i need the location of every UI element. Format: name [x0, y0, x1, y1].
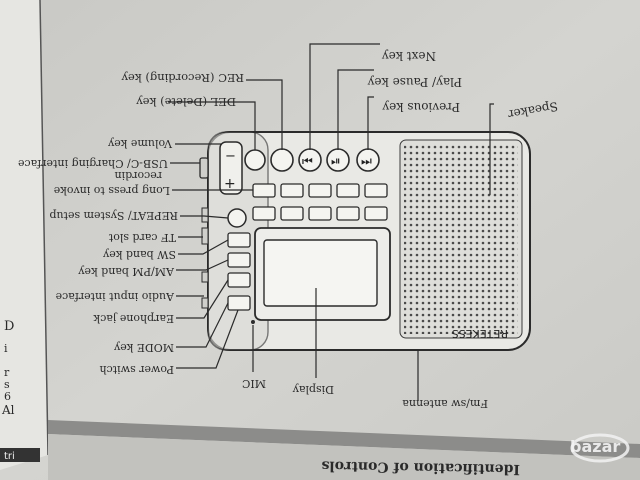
- labels: Next key Play/ Pause key Previous key RE…: [18, 49, 559, 410]
- repeat-setup-label: REPEAT/ System setup: [49, 209, 178, 222]
- key[interactable]: [280, 206, 304, 221]
- long-press-label: Long press to invoke: [54, 184, 170, 197]
- mode-key-label: MODE key: [113, 341, 174, 354]
- antenna-label: Fm/sw antenna: [402, 397, 488, 410]
- margin-letter: Al: [1, 403, 15, 417]
- speaker-grille: [404, 144, 518, 334]
- keypad: [252, 183, 388, 221]
- margin-letter: tri: [4, 451, 15, 462]
- audio-key[interactable]: [227, 272, 251, 288]
- tf-card-label: TF card slot: [108, 231, 176, 244]
- key[interactable]: [252, 183, 276, 198]
- earphone-jack[interactable]: [201, 297, 209, 309]
- left-page-fragment: D Al r s 6 i tri: [0, 0, 49, 470]
- repeat-button[interactable]: [227, 208, 247, 228]
- watermark-text: bazar: [570, 437, 620, 456]
- radio-device: − + ⏮ ⏯ ⏭: [199, 131, 531, 351]
- watermark: bazar: [570, 433, 630, 463]
- key[interactable]: [336, 206, 360, 221]
- footer-band: Identification of Controls: [48, 420, 640, 480]
- callout-lines: [168, 43, 494, 400]
- mode-button[interactable]: [227, 295, 251, 311]
- margin-letter: r: [4, 366, 10, 379]
- plus-icon: +: [224, 176, 236, 192]
- minus-icon: −: [225, 149, 236, 164]
- rec-button[interactable]: [270, 148, 294, 172]
- margin-letter: D: [4, 319, 14, 334]
- usbc-port[interactable]: [199, 157, 209, 179]
- audio-input-port[interactable]: [201, 271, 209, 283]
- brand-logo: RETEKESS: [452, 327, 508, 340]
- play-pause-icon: ⏯: [331, 154, 341, 168]
- display-label: Display: [292, 383, 334, 396]
- left-page-band: [0, 448, 40, 462]
- power-switch-label: Power switch: [99, 363, 174, 376]
- next-track-icon: ⏮: [302, 154, 313, 168]
- del-button[interactable]: [244, 149, 266, 171]
- recording-label: recordin: [115, 169, 162, 182]
- margin-letter: i: [4, 342, 8, 355]
- key[interactable]: [364, 183, 388, 198]
- footer-title: Identification of Controls: [321, 458, 520, 477]
- audio-input-label: Audio input interface: [56, 290, 175, 303]
- display-screen: [263, 239, 378, 307]
- ampm-band-label: AM/PM band key: [78, 265, 175, 278]
- key[interactable]: [336, 183, 360, 198]
- earphone-jack-label: Earphone jack: [93, 312, 174, 325]
- key[interactable]: [364, 206, 388, 221]
- sw-band-button[interactable]: [227, 232, 251, 248]
- margin-letter: 6: [4, 390, 11, 403]
- key[interactable]: [280, 183, 304, 198]
- volume-key-label: Volume key: [107, 137, 173, 150]
- previous-track-icon: ⏭: [361, 154, 372, 168]
- key[interactable]: [252, 206, 276, 221]
- rec-key-label: REC (Recording) key: [121, 71, 244, 85]
- margin-letter: s: [4, 378, 10, 391]
- sw-band-label: SW band key: [102, 248, 176, 261]
- repeat-key-side[interactable]: [201, 207, 209, 223]
- next-key-label: Next key: [382, 49, 436, 63]
- volume-rocker[interactable]: [219, 141, 243, 195]
- mic-label: MIC: [242, 377, 266, 390]
- play-pause-key-label: Play/ Pause key: [367, 75, 462, 89]
- ampm-band-button[interactable]: [227, 252, 251, 268]
- usbc-charging-label: USB-C/ Charging interface: [18, 157, 168, 170]
- del-key-label: DEL (Delete) key: [136, 95, 236, 109]
- tf-card-slot[interactable]: [201, 227, 209, 245]
- previous-key-label: Previous key: [382, 100, 460, 114]
- mic-hole: [251, 320, 255, 324]
- key[interactable]: [308, 206, 332, 221]
- key[interactable]: [308, 183, 332, 198]
